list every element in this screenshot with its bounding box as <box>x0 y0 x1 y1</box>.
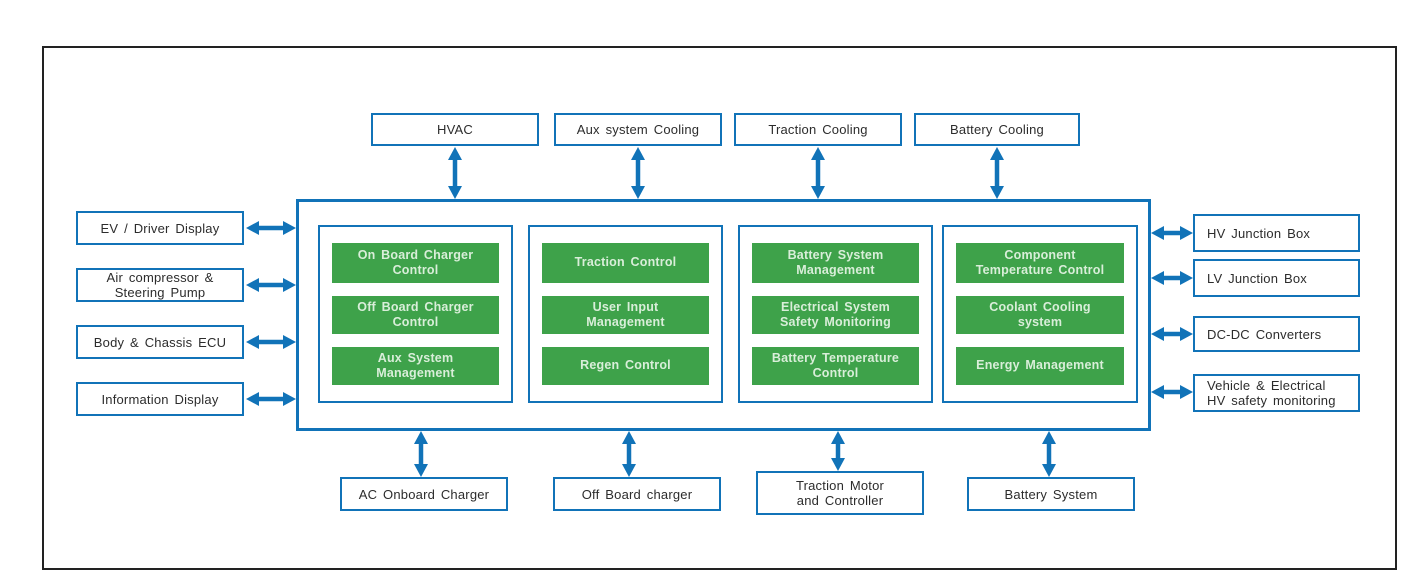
arrow-battery-system <box>1042 431 1056 477</box>
outer-frame <box>42 46 1397 570</box>
node-lv-junction-box: LV Junction Box <box>1193 259 1360 297</box>
node-ac-onboard-charger: AC Onboard Charger <box>340 477 508 511</box>
node-off-board-charger: Off Board charger <box>553 477 721 511</box>
module-coolant-cooling-system: Coolant Cooling system <box>956 296 1124 334</box>
arrow-traction-motor-and-controller <box>831 431 845 471</box>
module-user-input-management: User Input Management <box>542 296 709 334</box>
node-hvac: HVAC <box>371 113 539 146</box>
node-information-display: Information Display <box>76 382 244 416</box>
node-traction-cooling: Traction Cooling <box>734 113 902 146</box>
arrow-vehicle-electrical-hv-safety-monitoring <box>1151 385 1193 399</box>
module-electrical-system-safety-monitoring: Electrical System Safety Monitoring <box>752 296 919 334</box>
module-battery-system-management: Battery System Management <box>752 243 919 283</box>
arrow-traction-cooling <box>811 147 825 199</box>
arrow-ac-onboard-charger <box>414 431 428 477</box>
module-on-board-charger-control: On Board Charger Control <box>332 243 499 283</box>
node-air-compressor-steering-pump: Air compressor & Steering Pump <box>76 268 244 302</box>
node-battery-cooling: Battery Cooling <box>914 113 1080 146</box>
node-dc-dc-converters: DC-DC Converters <box>1193 316 1360 352</box>
arrow-off-board-charger <box>622 431 636 477</box>
node-aux-system-cooling: Aux system Cooling <box>554 113 722 146</box>
arrow-body-chassis-ecu <box>246 335 296 349</box>
node-battery-system: Battery System <box>967 477 1135 511</box>
module-energy-management: Energy Management <box>956 347 1124 385</box>
module-component-temperature-control: Component Temperature Control <box>956 243 1124 283</box>
module-traction-control: Traction Control <box>542 243 709 283</box>
node-ev-driver-display: EV / Driver Display <box>76 211 244 245</box>
node-hv-junction-box: HV Junction Box <box>1193 214 1360 252</box>
node-traction-motor-and-controller: Traction Motor and Controller <box>756 471 924 515</box>
module-battery-temperature-control: Battery Temperature Control <box>752 347 919 385</box>
node-vehicle-electrical-hv-safety-monitoring: Vehicle & Electrical HV safety monitorin… <box>1193 374 1360 412</box>
arrow-hvac <box>448 147 462 199</box>
arrow-air-compressor-steering-pump <box>246 278 296 292</box>
module-regen-control: Regen Control <box>542 347 709 385</box>
arrow-lv-junction-box <box>1151 271 1193 285</box>
module-off-board-charger-control: Off Board Charger Control <box>332 296 499 334</box>
node-body-chassis-ecu: Body & Chassis ECU <box>76 325 244 359</box>
arrow-dc-dc-converters <box>1151 327 1193 341</box>
arrow-battery-cooling <box>990 147 1004 199</box>
arrow-hv-junction-box <box>1151 226 1193 240</box>
arrow-ev-driver-display <box>246 221 296 235</box>
arrow-aux-system-cooling <box>631 147 645 199</box>
module-aux-system-management: Aux System Management <box>332 347 499 385</box>
arrow-information-display <box>246 392 296 406</box>
